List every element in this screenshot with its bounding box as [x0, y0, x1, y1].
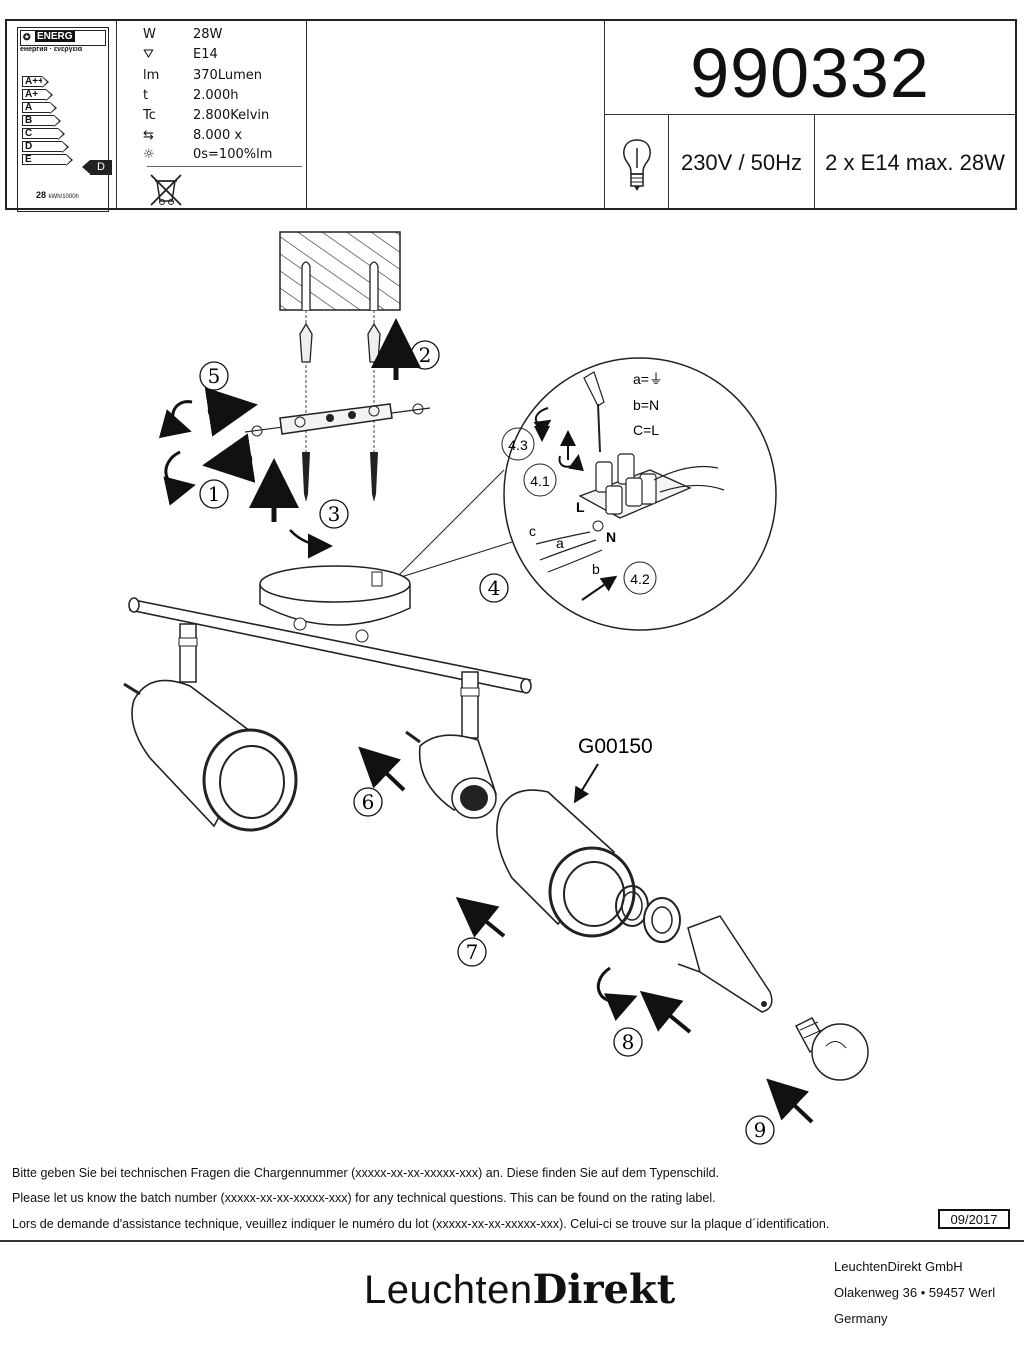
svg-text:5: 5: [208, 364, 221, 388]
bulb-icon: [623, 139, 651, 191]
step-label-5: 5: [199, 361, 229, 391]
note-english: Please let us know the batch number (xxx…: [12, 1191, 716, 1205]
substep-label-4-2: 4.2: [623, 561, 657, 595]
model-number: 990332: [690, 34, 930, 112]
company-name: LeuchtenDirekt GmbH: [834, 1259, 963, 1274]
energy-class-a-plus: A+: [22, 89, 53, 101]
substep-label-4-1: 4.1: [523, 463, 557, 497]
energy-class-a: A: [22, 102, 57, 114]
eu-stars-icon: ✪: [23, 32, 31, 42]
wiring-legend-c: C=L: [633, 422, 659, 438]
note-french: Lors de demande d'assistance technique, …: [12, 1217, 830, 1231]
energy-label-header: ✪ ENERG: [20, 30, 106, 46]
svg-text:4: 4: [488, 576, 501, 600]
mounting-clip: [677, 915, 773, 1013]
voltage-text: 230V / 50Hz: [680, 150, 803, 175]
wall-plugs: [299, 322, 381, 363]
energy-label-subtitle: енергия · ενεργεια: [20, 46, 83, 53]
arrow-step-1: [202, 433, 256, 483]
energy-class-e: E: [22, 154, 73, 166]
light-bulb: [794, 1017, 869, 1081]
spec-divider: [147, 166, 302, 167]
screws: [302, 452, 378, 502]
spotlight-left: [123, 623, 298, 832]
footer-divider: [0, 1240, 1024, 1242]
rotate-arrow-step-3: [289, 529, 333, 559]
step-label-7: 7: [457, 937, 487, 967]
svg-text:4.1: 4.1: [530, 473, 550, 489]
svg-text:2: 2: [419, 343, 432, 367]
brand-logo-light: Leuchten: [364, 1268, 533, 1312]
svg-text:7: 7: [466, 940, 479, 964]
wire-label-a: a: [556, 535, 564, 551]
rotate-arrow-step-8: [596, 966, 638, 1021]
brand-logo: LeuchtenDirekt: [364, 1266, 675, 1313]
shade: [496, 789, 636, 938]
terminal-label-n: N: [606, 529, 616, 545]
part-code-label: G00150: [578, 735, 653, 758]
model-divider: [605, 114, 1015, 115]
substep-label-4-3: 4.3: [501, 427, 535, 461]
arrow-step-9: [766, 1078, 814, 1124]
wiring-legend-b: b=N: [633, 397, 659, 413]
step-label-2: 2: [410, 340, 440, 370]
assembly-diagram: 5 2 1 3 a=⏚ b=N C=L c a: [123, 231, 869, 1145]
wire-label-c: c: [529, 523, 536, 539]
step-label-3: 3: [319, 499, 349, 529]
blank-cell: [307, 21, 605, 208]
brand-logo-bold: Direkt: [532, 1266, 676, 1313]
part-code-pointer: [573, 763, 599, 804]
wiring-detail: a=⏚ b=N C=L c a b L N 4.3 4.1 4.2: [394, 357, 777, 631]
energy-class-a-plus-plus: A++: [22, 76, 49, 88]
company-street: Olakenweg 36 • 59457 Werl: [834, 1285, 996, 1300]
lamp-holder: [405, 671, 498, 819]
step-label-9: 9: [745, 1115, 775, 1145]
ceiling-block: [279, 231, 401, 311]
energy-class-d: D: [22, 141, 69, 153]
voltage-cell: 230V / 50Hz: [669, 114, 815, 208]
svg-text:3: 3: [328, 502, 341, 526]
wiring-legend-a: a=⏚: [633, 371, 663, 387]
revision-date: 09/2017: [938, 1209, 1010, 1229]
rotate-arrow-step-5: [158, 400, 193, 439]
max-bulb-text: 2 x E14 max. 28W: [825, 150, 1005, 175]
svg-text:8: 8: [622, 1030, 635, 1054]
spotlight-bar: [128, 597, 532, 694]
arrow-step-8: [639, 990, 692, 1034]
svg-text:1: 1: [208, 482, 221, 506]
energy-label-cell: ✪ ENERG енергия · ενεργεια A++ A+ A B C …: [7, 21, 117, 212]
svg-text:9: 9: [754, 1118, 767, 1142]
step-label-8: 8: [613, 1027, 643, 1057]
rotate-arrow-step-1: [163, 450, 196, 506]
arrow-step-5: [204, 387, 258, 437]
note-german: Bitte geben Sie bei technischen Fragen d…: [12, 1166, 720, 1180]
svg-text:4.2: 4.2: [630, 571, 650, 587]
arrow-step-6: [358, 746, 406, 792]
mounting-bracket: [244, 403, 431, 437]
step-label-4: 4: [479, 573, 509, 603]
energy-rating-badge: D: [82, 160, 112, 175]
threaded-nut: [643, 897, 681, 943]
svg-text:6: 6: [362, 790, 375, 814]
step-label-6: 6: [353, 787, 383, 817]
terminal-label-l: L: [576, 499, 585, 515]
energy-consumption: 28 kWh/1000h: [36, 190, 79, 200]
step-label-1: 1: [199, 479, 229, 509]
wire-label-b: b: [592, 561, 600, 577]
bulb-cell: [605, 114, 669, 208]
max-bulb-cell: 2 x E14 max. 28W: [815, 114, 1015, 208]
energy-class-c: C: [22, 128, 65, 140]
company-country: Germany: [834, 1311, 888, 1326]
arrow-step-7: [455, 896, 506, 938]
svg-text:4.3: 4.3: [508, 437, 528, 453]
energy-label: ✪ ENERG енергия · ενεργεια A++ A+ A B C …: [17, 27, 112, 212]
energy-class-b: B: [22, 115, 61, 127]
model-cell: 990332 230V / 50Hz 2 x E14 max. 28W: [605, 21, 1015, 208]
canopy: [259, 565, 411, 626]
spec-header-table: ✪ ENERG енергия · ενεργεια A++ A+ A B C …: [5, 19, 1017, 212]
no-disposal-bin-icon: [150, 174, 182, 206]
